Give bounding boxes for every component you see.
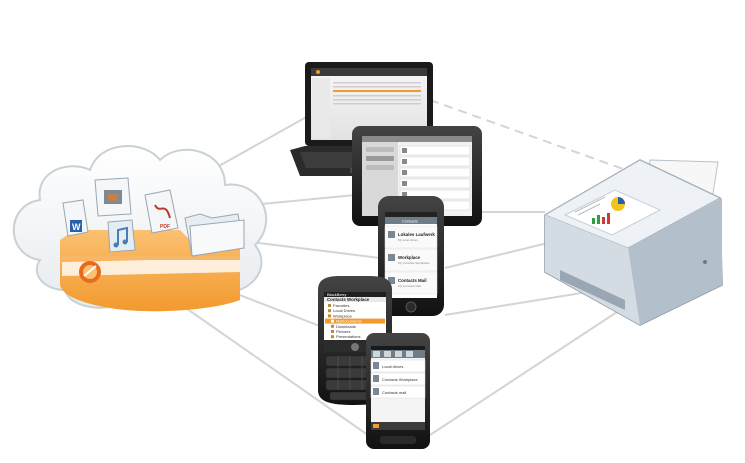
printer-device bbox=[545, 160, 722, 325]
trackball[interactable] bbox=[351, 343, 359, 351]
image-document-icon bbox=[95, 178, 131, 216]
android-list-item[interactable]: Local drives bbox=[371, 360, 425, 372]
music-document-icon bbox=[108, 220, 135, 252]
iphone-list-item[interactable]: Workplace My Contacts Workplace bbox=[385, 249, 437, 271]
word-badge: W bbox=[72, 222, 81, 232]
iphone-item-sub: My Contacts Workplace bbox=[398, 261, 430, 265]
android-list-item[interactable]: Contacts mail bbox=[371, 386, 425, 398]
iphone-list-item[interactable]: Lokales Laufwerk My local drives bbox=[385, 226, 437, 248]
folder-icon bbox=[331, 335, 334, 338]
iphone-item-title: Lokales Laufwerk bbox=[398, 232, 435, 237]
word-document-icon: W bbox=[63, 200, 88, 236]
android-device: Local drives Contacts Workplace Contacts… bbox=[366, 333, 430, 449]
blackberry-tree-label: Presentations bbox=[336, 334, 360, 339]
iphone-item-sub: My local drives bbox=[398, 238, 418, 242]
blackberry-tree-item[interactable]: Presentations bbox=[331, 334, 360, 339]
iphone-item-sub: My Contacts Mail bbox=[398, 284, 421, 288]
android-item-label: Contacts Workplace bbox=[382, 377, 418, 382]
iphone-header-title: Contacts bbox=[402, 219, 418, 224]
android-list-item[interactable]: Contacts Workplace bbox=[371, 373, 425, 385]
blackberry-title: Contacts Workplace bbox=[327, 297, 370, 302]
folder-icon bbox=[328, 309, 331, 312]
app-logo-icon bbox=[79, 261, 101, 283]
iphone-home-button[interactable] bbox=[406, 302, 416, 312]
folder-icon bbox=[328, 304, 331, 307]
folder-icon bbox=[331, 325, 334, 328]
android-item-label: Contacts mail bbox=[382, 390, 406, 395]
iphone-item-title: Workplace bbox=[398, 255, 421, 260]
cloud-storage: W PDF bbox=[14, 146, 266, 311]
folder-icon bbox=[331, 330, 334, 333]
folder-icon bbox=[331, 320, 334, 323]
folder-icon bbox=[185, 214, 244, 256]
iphone-item-title: Contacts Mail bbox=[398, 278, 427, 283]
pdf-badge: PDF bbox=[160, 224, 170, 230]
folder-icon bbox=[328, 314, 331, 317]
android-nav-bar[interactable] bbox=[380, 436, 416, 444]
iphone-list-item[interactable]: Contacts Mail My Contacts Mail bbox=[385, 272, 437, 294]
android-item-label: Local drives bbox=[382, 364, 403, 369]
